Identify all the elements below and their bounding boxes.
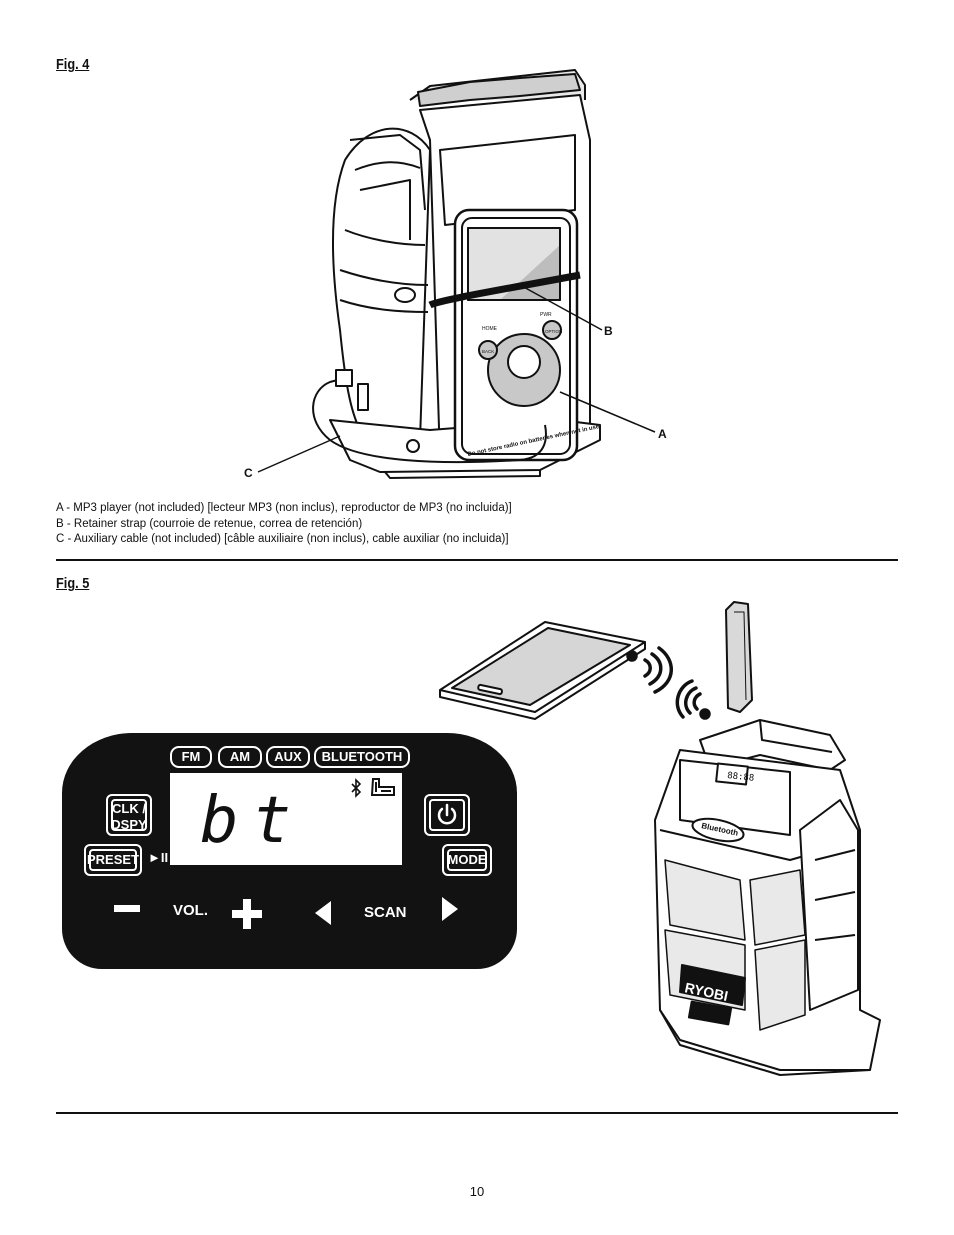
page-number: 10: [469, 1184, 485, 1199]
fig5-title: Fig. 5: [56, 575, 90, 592]
clk-dspy-button[interactable]: CLK / DSPY: [106, 794, 152, 836]
callout-b: B: [604, 324, 613, 338]
bottom-divider: [56, 1112, 898, 1114]
home-label: HOME: [482, 326, 498, 332]
mode-label: MODE: [447, 852, 487, 867]
control-panel-closeup: FM AM AUX BLUETOOTH bt CLK / DSPY PRESET…: [62, 733, 517, 969]
mode-am: AM: [218, 746, 262, 768]
lcd-text: bt: [200, 784, 306, 858]
scan-label: SCAN: [364, 904, 407, 921]
mode-button[interactable]: MODE: [442, 844, 492, 876]
play-pause-label: ►II: [148, 850, 169, 865]
mode-bluetooth: BLUETOOTH: [314, 746, 410, 768]
section-divider: [56, 559, 898, 561]
power-label: PWR: [540, 312, 552, 318]
scan-right-icon[interactable]: [442, 897, 458, 921]
clk-label: CLK /: [112, 801, 146, 816]
mode-fm: FM: [170, 746, 212, 768]
power-icon: [437, 803, 457, 825]
dspy-label: DSPY: [111, 817, 147, 832]
bluetooth-icon: [351, 778, 362, 798]
fig4-legend: A - MP3 player (not included) [lecteur M…: [56, 501, 512, 548]
fig4-title: Fig. 4: [56, 56, 90, 73]
volume-up-icon[interactable]: [232, 899, 262, 929]
battery-icon: [370, 778, 395, 796]
back-label: BACK: [482, 349, 494, 354]
callout-c: C: [244, 466, 253, 480]
lcd-display: bt: [170, 773, 402, 865]
legend-item-b: B - Retainer strap (courroie de retenue,…: [56, 517, 363, 530]
radio-with-mp3-illustration: HOME BACK PWR OPTION Do not store radio …: [257, 69, 656, 479]
legend-item-a: A - MP3 player (not included) [lecteur M…: [56, 502, 512, 514]
callout-a: A: [658, 427, 667, 441]
option-label: OPTION: [545, 329, 562, 334]
volume-down-icon[interactable]: [114, 905, 140, 912]
vol-label: VOL.: [173, 902, 209, 919]
radio-display-digits: 88:88: [727, 771, 755, 784]
power-button[interactable]: [424, 794, 470, 836]
mode-aux: AUX: [266, 746, 310, 768]
legend-item-c: C - Auxiliary cable (not included) [câbl…: [56, 533, 509, 545]
preset-label: PRESET: [86, 852, 139, 867]
scan-left-icon[interactable]: [315, 901, 331, 925]
preset-button[interactable]: PRESET: [84, 844, 142, 876]
